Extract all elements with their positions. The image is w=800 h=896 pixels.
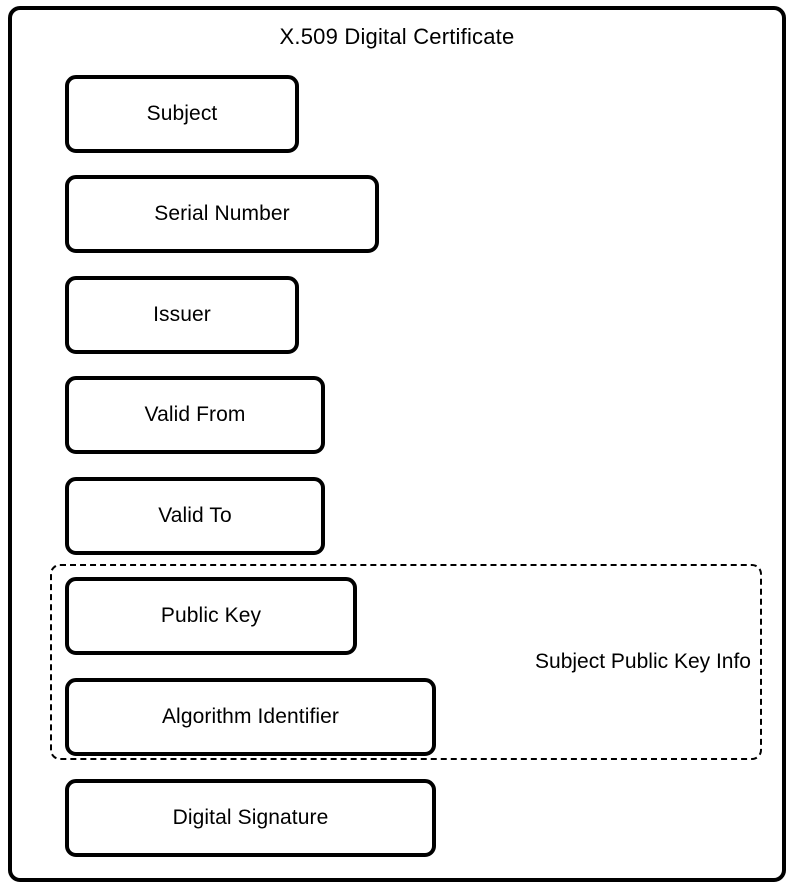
field-label-serial-number: Serial Number xyxy=(154,202,290,225)
field-box-public-key[interactable]: Public Key xyxy=(65,577,357,655)
field-label-subject: Subject xyxy=(146,102,218,125)
group-subject-public-key-info: Subject Public Key Info xyxy=(50,564,762,760)
field-label-valid-from: Valid From xyxy=(144,403,246,426)
field-label-issuer: Issuer xyxy=(153,303,211,326)
field-label-valid-to: Valid To xyxy=(158,504,232,527)
field-box-subject[interactable]: Subject xyxy=(65,75,299,153)
field-label-digital-signature: Digital Signature xyxy=(172,806,329,829)
field-label-public-key: Public Key xyxy=(160,604,262,627)
field-box-valid-to[interactable]: Valid To xyxy=(65,477,325,555)
field-box-algorithm-identifier[interactable]: Algorithm Identifier xyxy=(65,678,436,756)
field-box-valid-from[interactable]: Valid From xyxy=(65,376,325,454)
field-box-issuer[interactable]: Issuer xyxy=(65,276,299,354)
group-label-subject-public-key-info: Subject Public Key Info xyxy=(535,650,751,673)
field-box-serial-number[interactable]: Serial Number xyxy=(65,175,379,253)
field-box-digital-signature[interactable]: Digital Signature xyxy=(65,779,436,857)
diagram-title: X.509 Digital Certificate xyxy=(279,24,515,49)
field-label-algorithm-identifier: Algorithm Identifier xyxy=(161,705,340,728)
certificate-container: X.509 Digital Certificate Subject Public… xyxy=(8,6,786,882)
